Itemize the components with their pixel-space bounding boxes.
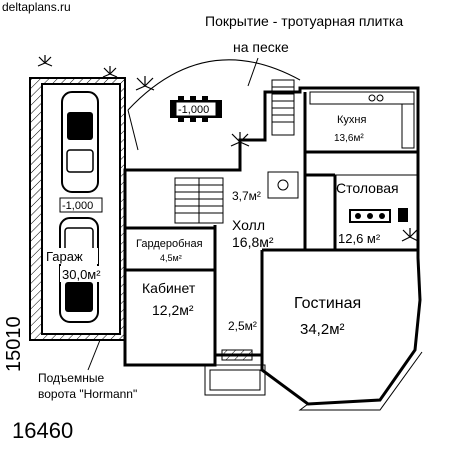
stove-icon	[376, 94, 384, 102]
hall-area: 16,8м²	[232, 234, 274, 250]
corridor-area: 3,7м²	[232, 189, 261, 203]
terrace-left-edge	[127, 109, 139, 151]
dining-area: 12,6 м²	[338, 231, 381, 246]
upper-stair	[271, 79, 295, 136]
garage-area-bg	[60, 266, 116, 282]
garage-door-leader	[87, 339, 101, 371]
garage-name: Гараж	[46, 249, 83, 264]
vestibule-area: 2,5м²	[228, 319, 257, 333]
watermark: deltaplans.ru	[2, 0, 71, 14]
entrance-steps	[204, 349, 266, 396]
plant-icon	[37, 55, 53, 67]
terrace-arc	[127, 59, 301, 111]
wc-block	[267, 171, 299, 199]
kitchen-counter-side	[401, 103, 415, 149]
plant-icon	[102, 66, 118, 78]
garage-door-line2: ворота "Hormann"	[38, 387, 137, 401]
terrace-level: -1,000	[178, 104, 209, 116]
dining-table	[349, 208, 408, 223]
caption-line-1: Покрытие - тротуарная плитка	[205, 13, 403, 29]
wardrobe-name: Гардеробная	[136, 238, 203, 250]
garage-door-line1: Подъемные	[38, 371, 104, 385]
cabinet-name: Кабинет	[142, 280, 196, 296]
dining-name: Столовая	[336, 180, 399, 196]
dimension-depth: 15010	[3, 316, 25, 372]
garage-level-box	[59, 197, 103, 213]
cabinet-area: 12,2м²	[152, 302, 194, 318]
toilet-icon	[277, 179, 289, 191]
dimension-width: 16460	[12, 418, 73, 443]
plant-icon	[401, 228, 419, 242]
stove-icon	[368, 94, 376, 102]
kitchen-area: 13,6м²	[334, 133, 364, 144]
plant-icon	[135, 76, 155, 91]
kitchen-counter	[309, 91, 415, 105]
garage-area: 30,0м²	[62, 267, 101, 282]
hall-name: Холл	[232, 217, 265, 233]
wardrobe-area: 4,5м²	[160, 253, 182, 263]
main-stair	[174, 177, 224, 224]
living-name: Гостиная	[294, 295, 361, 312]
car-icon	[61, 91, 99, 193]
kitchen-name: Кухня	[337, 114, 366, 126]
caption-line-2: на песке	[233, 39, 289, 55]
terrace-level-box	[175, 101, 217, 117]
living-area: 34,2м²	[300, 321, 345, 338]
bay-window	[298, 351, 423, 411]
garage-level: -1,000	[62, 200, 93, 212]
garage-name-bg	[44, 248, 98, 264]
